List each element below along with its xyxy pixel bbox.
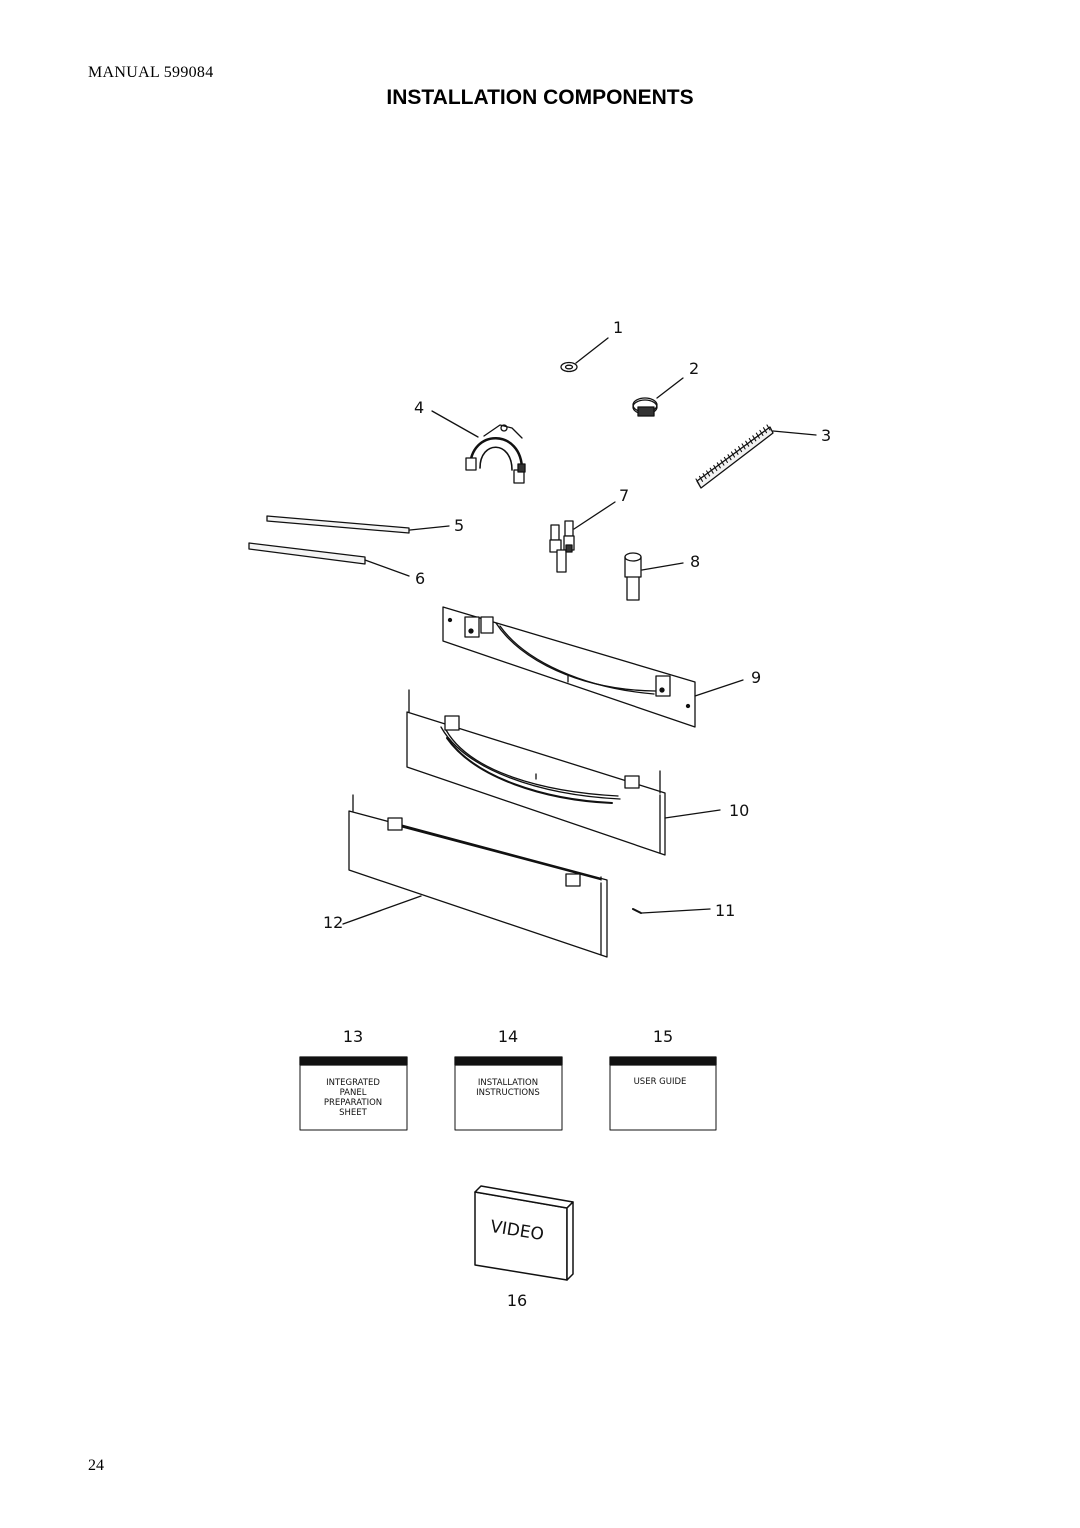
hose-clamp-part (632, 397, 658, 417)
doc-13-line-2: PANEL (340, 1088, 367, 1098)
leader-line-3 (772, 430, 817, 436)
callout-4: 4 (414, 398, 424, 417)
document-15-booklet (609, 1056, 717, 1131)
doc-15-line-1: USER GUIDE (634, 1077, 687, 1087)
leader-line-7 (573, 501, 616, 530)
doc-14-line-1: INSTALLATION (478, 1078, 538, 1088)
leader-line-10 (664, 809, 721, 819)
leader-line-4 (431, 410, 479, 438)
washer-part (560, 361, 578, 373)
doc-14-line-2: INSTRUCTIONS (476, 1088, 540, 1098)
leader-line-9 (694, 679, 744, 697)
page-title: INSTALLATION COMPONENTS (386, 86, 694, 109)
callout-3: 3 (821, 426, 831, 445)
callout-7: 7 (619, 486, 629, 505)
manual-number: MANUAL 599084 (88, 64, 214, 81)
callout-11: 11 (715, 901, 735, 920)
hose-connector-part (624, 552, 642, 601)
callout-5: 5 (454, 516, 464, 535)
mounting-rail-part (442, 606, 696, 728)
callout-1: 1 (613, 318, 623, 337)
leader-line-6 (364, 559, 410, 577)
hose-bracket-part (465, 424, 526, 484)
callout-13: 13 (343, 1027, 363, 1046)
document-14-booklet (454, 1056, 563, 1131)
callout-15: 15 (653, 1027, 673, 1046)
leader-line-1 (575, 337, 609, 364)
document-13-booklet (299, 1056, 408, 1131)
callout-6: 6 (415, 569, 425, 588)
page-number: 24 (88, 1457, 104, 1474)
doc-13-line-4: SHEET (339, 1108, 368, 1118)
leader-line-5 (409, 525, 450, 531)
callout-8: 8 (690, 552, 700, 571)
callout-14: 14 (498, 1027, 518, 1046)
bottom-panel-part (348, 794, 608, 958)
leader-line-8 (641, 562, 684, 571)
leader-line-11 (641, 908, 711, 914)
y-connector-part (549, 520, 575, 573)
seal-strip-part-6 (248, 542, 366, 565)
video-box (474, 1185, 574, 1281)
callout-12: 12 (323, 913, 343, 932)
doc-13-line-1: INTEGRATED (326, 1078, 380, 1088)
callout-10: 10 (729, 801, 749, 820)
seal-strip-part-5 (266, 515, 410, 534)
leader-line-2 (656, 377, 684, 399)
toothed-strip-part (695, 424, 774, 489)
leader-line-12 (342, 895, 422, 925)
callout-16: 16 (507, 1291, 527, 1310)
screw-part (632, 908, 642, 914)
front-panel-part (406, 689, 666, 856)
callout-9: 9 (751, 668, 761, 687)
doc-13-line-3: PREPARATION (324, 1098, 382, 1108)
callout-2: 2 (689, 359, 699, 378)
